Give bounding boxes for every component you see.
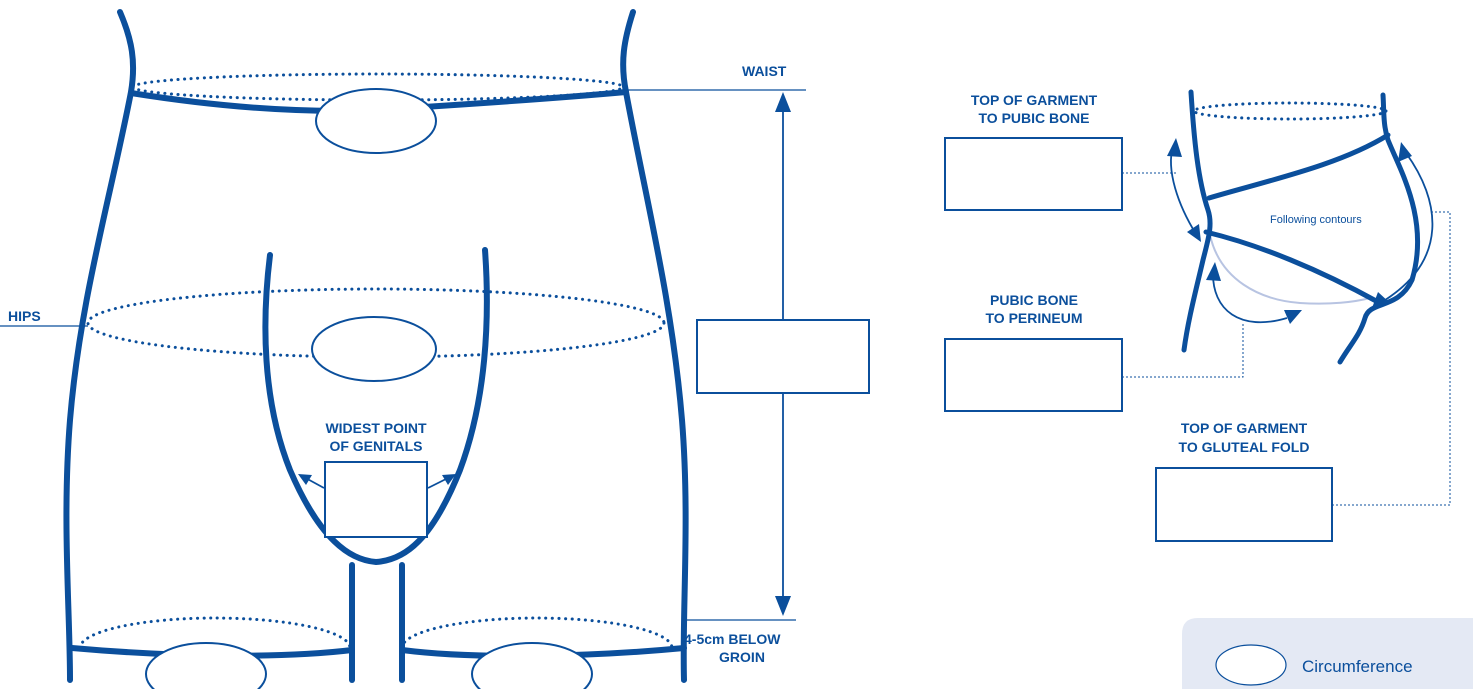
right-thigh-circumference-oval[interactable] bbox=[471, 642, 593, 694]
oval-outline-icon bbox=[1215, 644, 1287, 686]
perineum-arrow-top-head bbox=[1206, 262, 1221, 281]
genitals-left-arrowhead bbox=[298, 474, 312, 485]
gluteal-leader bbox=[1332, 211, 1451, 506]
waist-label: WAIST bbox=[742, 63, 787, 79]
gluteal-arrow-top-head bbox=[1398, 142, 1412, 162]
genitals-right-arrowhead bbox=[442, 474, 456, 485]
pubic-arrow-bottom-head bbox=[1187, 224, 1201, 242]
left-thigh-circumference-oval[interactable] bbox=[145, 642, 267, 694]
perineum-length-box[interactable] bbox=[944, 338, 1123, 412]
gluteal-arrow-bottom-head bbox=[1372, 292, 1390, 308]
perineum-curved-arrow bbox=[1212, 271, 1288, 323]
left-thigh-dotted-ellipse bbox=[78, 616, 352, 650]
waist-to-groin-arrow-top bbox=[775, 92, 791, 112]
hips-circumference-oval[interactable] bbox=[311, 316, 437, 382]
genital-pouch-outline bbox=[262, 247, 490, 565]
gluteal-fold-length-box[interactable] bbox=[1155, 467, 1333, 542]
perineum-arrow-right-head bbox=[1284, 310, 1302, 324]
genitals-width-box[interactable] bbox=[324, 461, 428, 538]
waist-circumference-oval[interactable] bbox=[315, 88, 437, 154]
genitals-label-line2: OF GENITALS bbox=[329, 438, 422, 454]
side-waistband bbox=[1206, 132, 1391, 201]
side-back-outline bbox=[1337, 92, 1421, 365]
waist-to-groin-arrow-bottom bbox=[775, 596, 791, 616]
following-contours-note: Following contours bbox=[1270, 214, 1362, 226]
waist-to-groin-length-box[interactable] bbox=[696, 319, 870, 394]
legend: Circumference bbox=[1182, 618, 1473, 689]
genitals-label-line1: WIDEST POINT bbox=[325, 420, 427, 436]
pubic-label-line1: TOP OF GARMENT bbox=[971, 92, 1098, 108]
side-top-dotted-ellipse bbox=[1192, 101, 1388, 121]
pubic-label-line2: TO PUBIC BONE bbox=[979, 110, 1090, 126]
gluteal-label-line1: TOP OF GARMENT bbox=[1181, 420, 1308, 436]
gluteal-label-line2: TO GLUTEAL FOLD bbox=[1179, 439, 1310, 455]
left-body-outline bbox=[63, 9, 137, 683]
pubic-bone-length-box[interactable] bbox=[944, 137, 1123, 211]
perineum-label-line2: TO PERINEUM bbox=[986, 310, 1083, 326]
pubic-curved-arrow bbox=[1170, 145, 1197, 235]
right-body-outline bbox=[620, 9, 689, 683]
perineum-label-line1: PUBIC BONE bbox=[990, 292, 1078, 308]
side-front-outline bbox=[1181, 89, 1213, 353]
pubic-arrow-top-head bbox=[1167, 138, 1182, 157]
below-groin-label-line1: 4-5cm BELOW bbox=[684, 631, 781, 647]
perineum-leader bbox=[1122, 324, 1244, 378]
hips-label: HIPS bbox=[8, 308, 41, 324]
following-contours-curve bbox=[1209, 234, 1371, 305]
hips-dotted-ellipse bbox=[86, 287, 666, 359]
gluteal-curved-arrow bbox=[1381, 152, 1434, 303]
waist-dotted-ellipse bbox=[131, 72, 625, 89]
below-groin-label-line2: GROIN bbox=[719, 649, 765, 665]
front-view: WIDEST POINT OF GENITALS HIPS WAIST 4-5c… bbox=[0, 9, 870, 694]
right-thigh-dotted-ellipse bbox=[400, 616, 674, 650]
side-leg-band bbox=[1203, 229, 1381, 305]
legend-circumference-label: Circumference bbox=[1302, 657, 1413, 676]
side-view: Following contours TOP OF GARMENT TO PUB… bbox=[944, 89, 1451, 542]
